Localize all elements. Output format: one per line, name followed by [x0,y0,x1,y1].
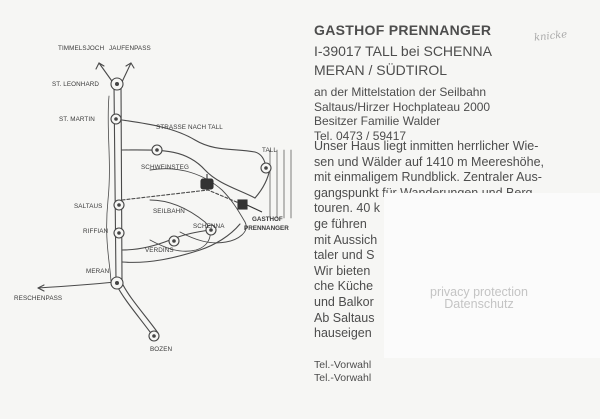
label-seilbahn: SEILBAHN [153,208,185,215]
label-riffian: RIFFIAN [83,228,109,235]
label-st-leonhard: ST. LEONHARD [52,81,99,88]
hatch-lines [269,149,292,219]
privacy-line: Datenschutz [444,297,514,311]
label-strasse-nach-tall: STRASSE NACH TALL [156,124,223,131]
arrow-timmelsjoch-icon [95,62,105,70]
arrow-reschenpass-icon [37,284,45,292]
body-line: Wir bieten [314,263,371,278]
privacy-line: privacy protection [430,285,528,299]
info-line: an der Mittelstation der Seilbahn [314,85,487,99]
info-block: an der Mittelstation der Seilbahn Saltau… [314,85,490,143]
arrow-jaufenpass-icon [125,62,135,69]
road-bozen-parallel [121,282,159,334]
body-line: ge führen [314,216,367,231]
road-schweinsteg [121,149,256,199]
info-line: Saltaus/Hirzer Hochplateau 2000 [314,99,491,114]
vorwahl-line: Tel.-Vorwahl [314,359,372,371]
label-prennanger: PRENNANGER [244,225,289,232]
road-reschenpass [37,281,117,289]
label-schweinsteg: SCHWEINSTEG [141,164,189,171]
body-line: hauseigen [314,326,372,341]
body-line: che Küche [314,279,374,294]
body-line: taler und S [314,248,375,263]
body-line: Ab Saltaus [314,310,375,325]
label-jaufenpass: JAUFENPASS [109,45,151,52]
label-meran: MERAN [86,268,110,275]
passer-river [106,95,112,283]
vorwahl-line: Tel.-Vorwahl [314,372,372,384]
body-line: touren. 40 k [314,201,381,216]
body-line: und Balkor [314,294,374,309]
cable-car-icon [200,174,214,190]
gasthof-marker-icon [237,199,263,213]
label-reschenpass: RESCHENPASS [14,295,62,302]
road-tall [121,119,267,169]
road-jaufenpass [120,62,132,85]
terrain-outline-2 [149,199,211,252]
region-line: MERAN / SÜDTIROL [314,62,448,78]
info-line: Besitzer Familie Walder [314,114,441,128]
label-saltaus: SALTAUS [74,203,102,210]
label-gasthof: GASTHOF [252,216,283,223]
body-line: mit Aussich [314,232,378,247]
label-timmelsjoch: TIMMELSJOCH [58,45,105,52]
road-schenna [121,223,241,263]
address-line: I-39017 TALL bei SCHENNA [314,43,492,59]
card-title: GASTHOF PRENNANGER [314,22,492,38]
body-line: Unser Haus liegt inmitten herrlicher Wie… [314,139,539,153]
label-schenna: SCHENNA [193,223,225,230]
body-line: sen und Wälder auf 1410 m Meereshöhe, [314,154,544,169]
privacy-watermark: privacy protection Datenschutz [430,285,528,311]
main-road [113,83,117,283]
body-line: mit einmaligem Rundblick. Zentraler Aus- [314,170,542,185]
terrain-outline [149,168,247,244]
label-st-martin: ST. MARTIN [59,116,95,123]
road-bozen [115,283,154,337]
vorwahl-block: Tel.-Vorwahl Tel.-Vorwahl [314,359,371,385]
main-road-parallel [120,83,123,283]
seilbahn-line [121,189,247,207]
privacy-cover [384,193,600,358]
label-bozen: BOZEN [150,346,173,353]
label-verdins: VERDINS [145,247,174,254]
info-line: Tel. 0473 / 59417 [314,128,407,143]
label-tall: TALL [262,147,277,154]
